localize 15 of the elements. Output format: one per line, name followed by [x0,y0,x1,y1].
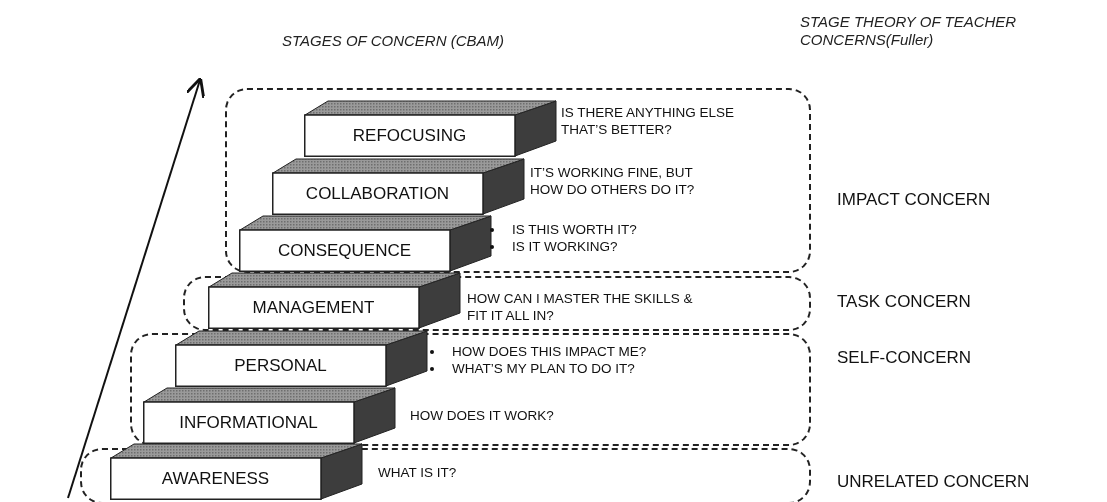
question-text: IS THIS WORTH IT? [512,221,637,238]
question-text: IS THERE ANYTHING ELSE THAT’S BETTER? [561,104,736,138]
question-text: HOW DOES THIS IMPACT ME? [452,343,647,360]
question-text: HOW CAN I MASTER THE SKILLS & FIT IT ALL IN? [467,290,694,324]
question-text: HOW DOES IT WORK? [410,407,555,424]
group-label: IMPACT CONCERN [837,190,991,210]
question-text: WHAT IS IT? [378,464,458,481]
question-text: WHAT’S MY PLAN TO DO IT? [452,360,635,377]
group-label: SELF-CONCERN [837,348,972,368]
column-heading: STAGES OF CONCERN (CBAM) [282,32,505,50]
question-text: IT’S WORKING FINE, BUT HOW DO OTHERS DO IT? [530,164,696,198]
group-label: TASK CONCERN [837,292,971,312]
question-text: IS IT WORKING? [512,238,618,255]
column-heading: STAGE THEORY OF TEACHER CONCERNS(Fuller) [800,13,1018,49]
group-label: UNRELATED CONCERN [837,472,1030,492]
